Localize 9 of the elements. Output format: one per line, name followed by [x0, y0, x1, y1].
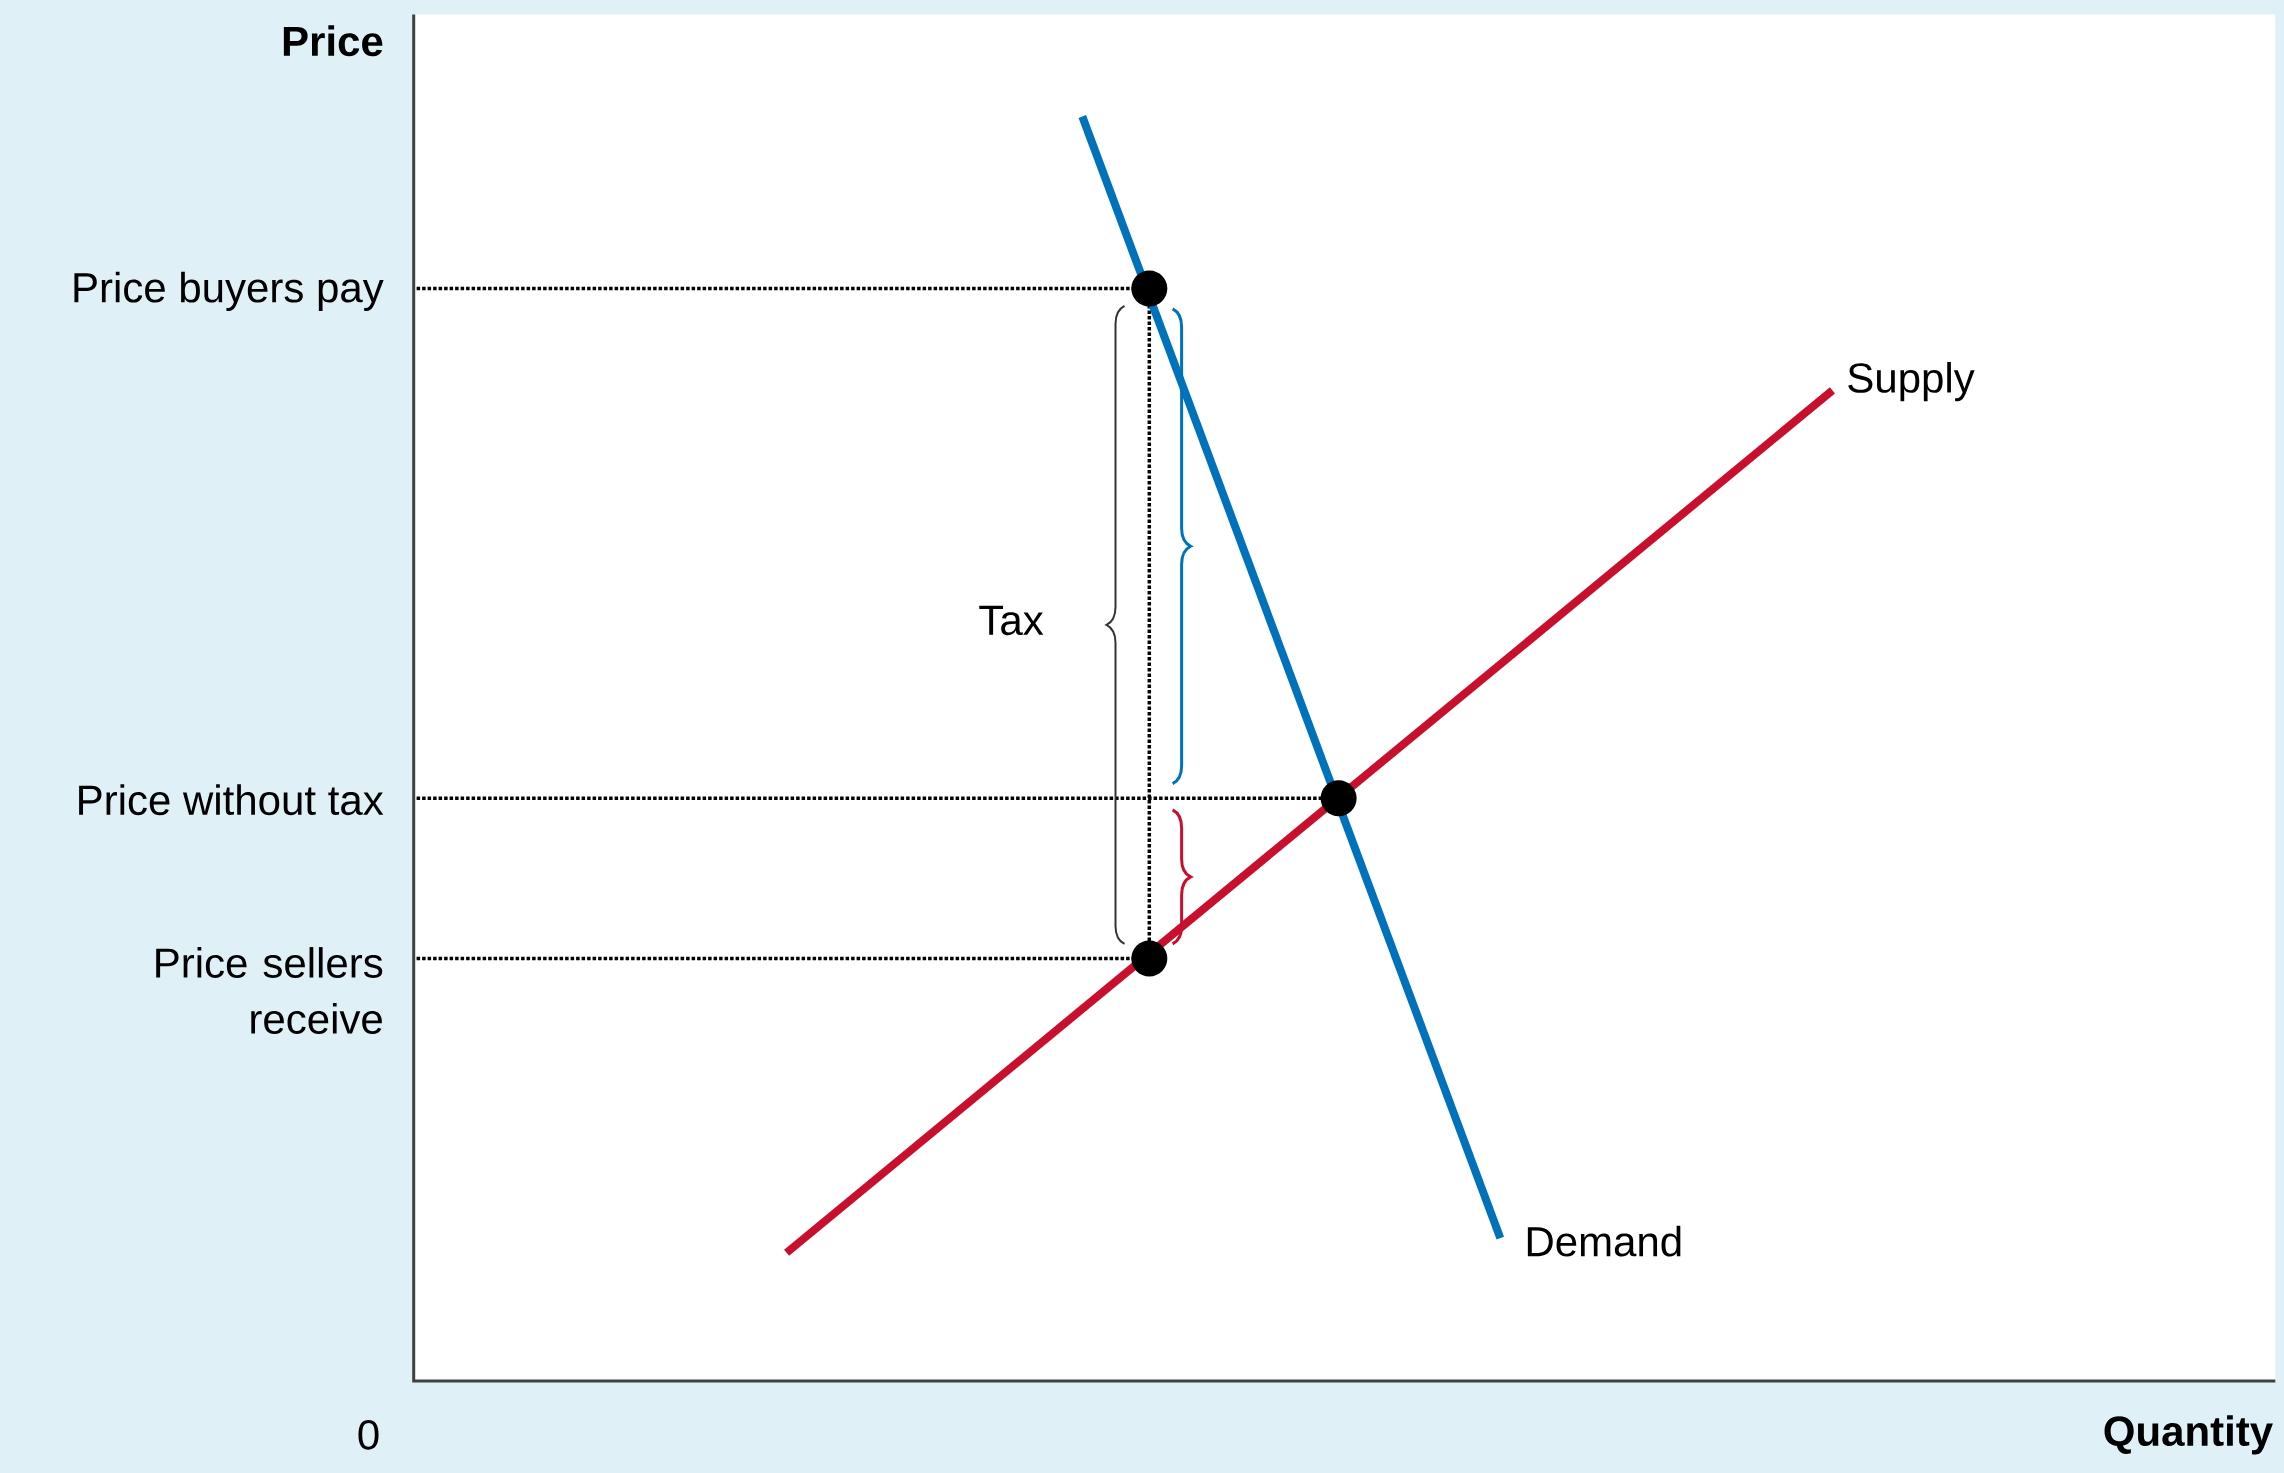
axis-label: Price [283, 25, 383, 57]
price-label: Price buyers pay [74, 271, 384, 311]
origin-label: 0 [358, 1419, 379, 1450]
axis-label: Quantity [2104, 1415, 2273, 1455]
curve-label: Supply [1848, 362, 1975, 402]
curve-label: Demand [1527, 1225, 1681, 1257]
price-label: Price without tax [79, 784, 384, 816]
tax-label: Tax [979, 605, 1044, 636]
price-label: Price sellers receive [156, 947, 383, 1034]
